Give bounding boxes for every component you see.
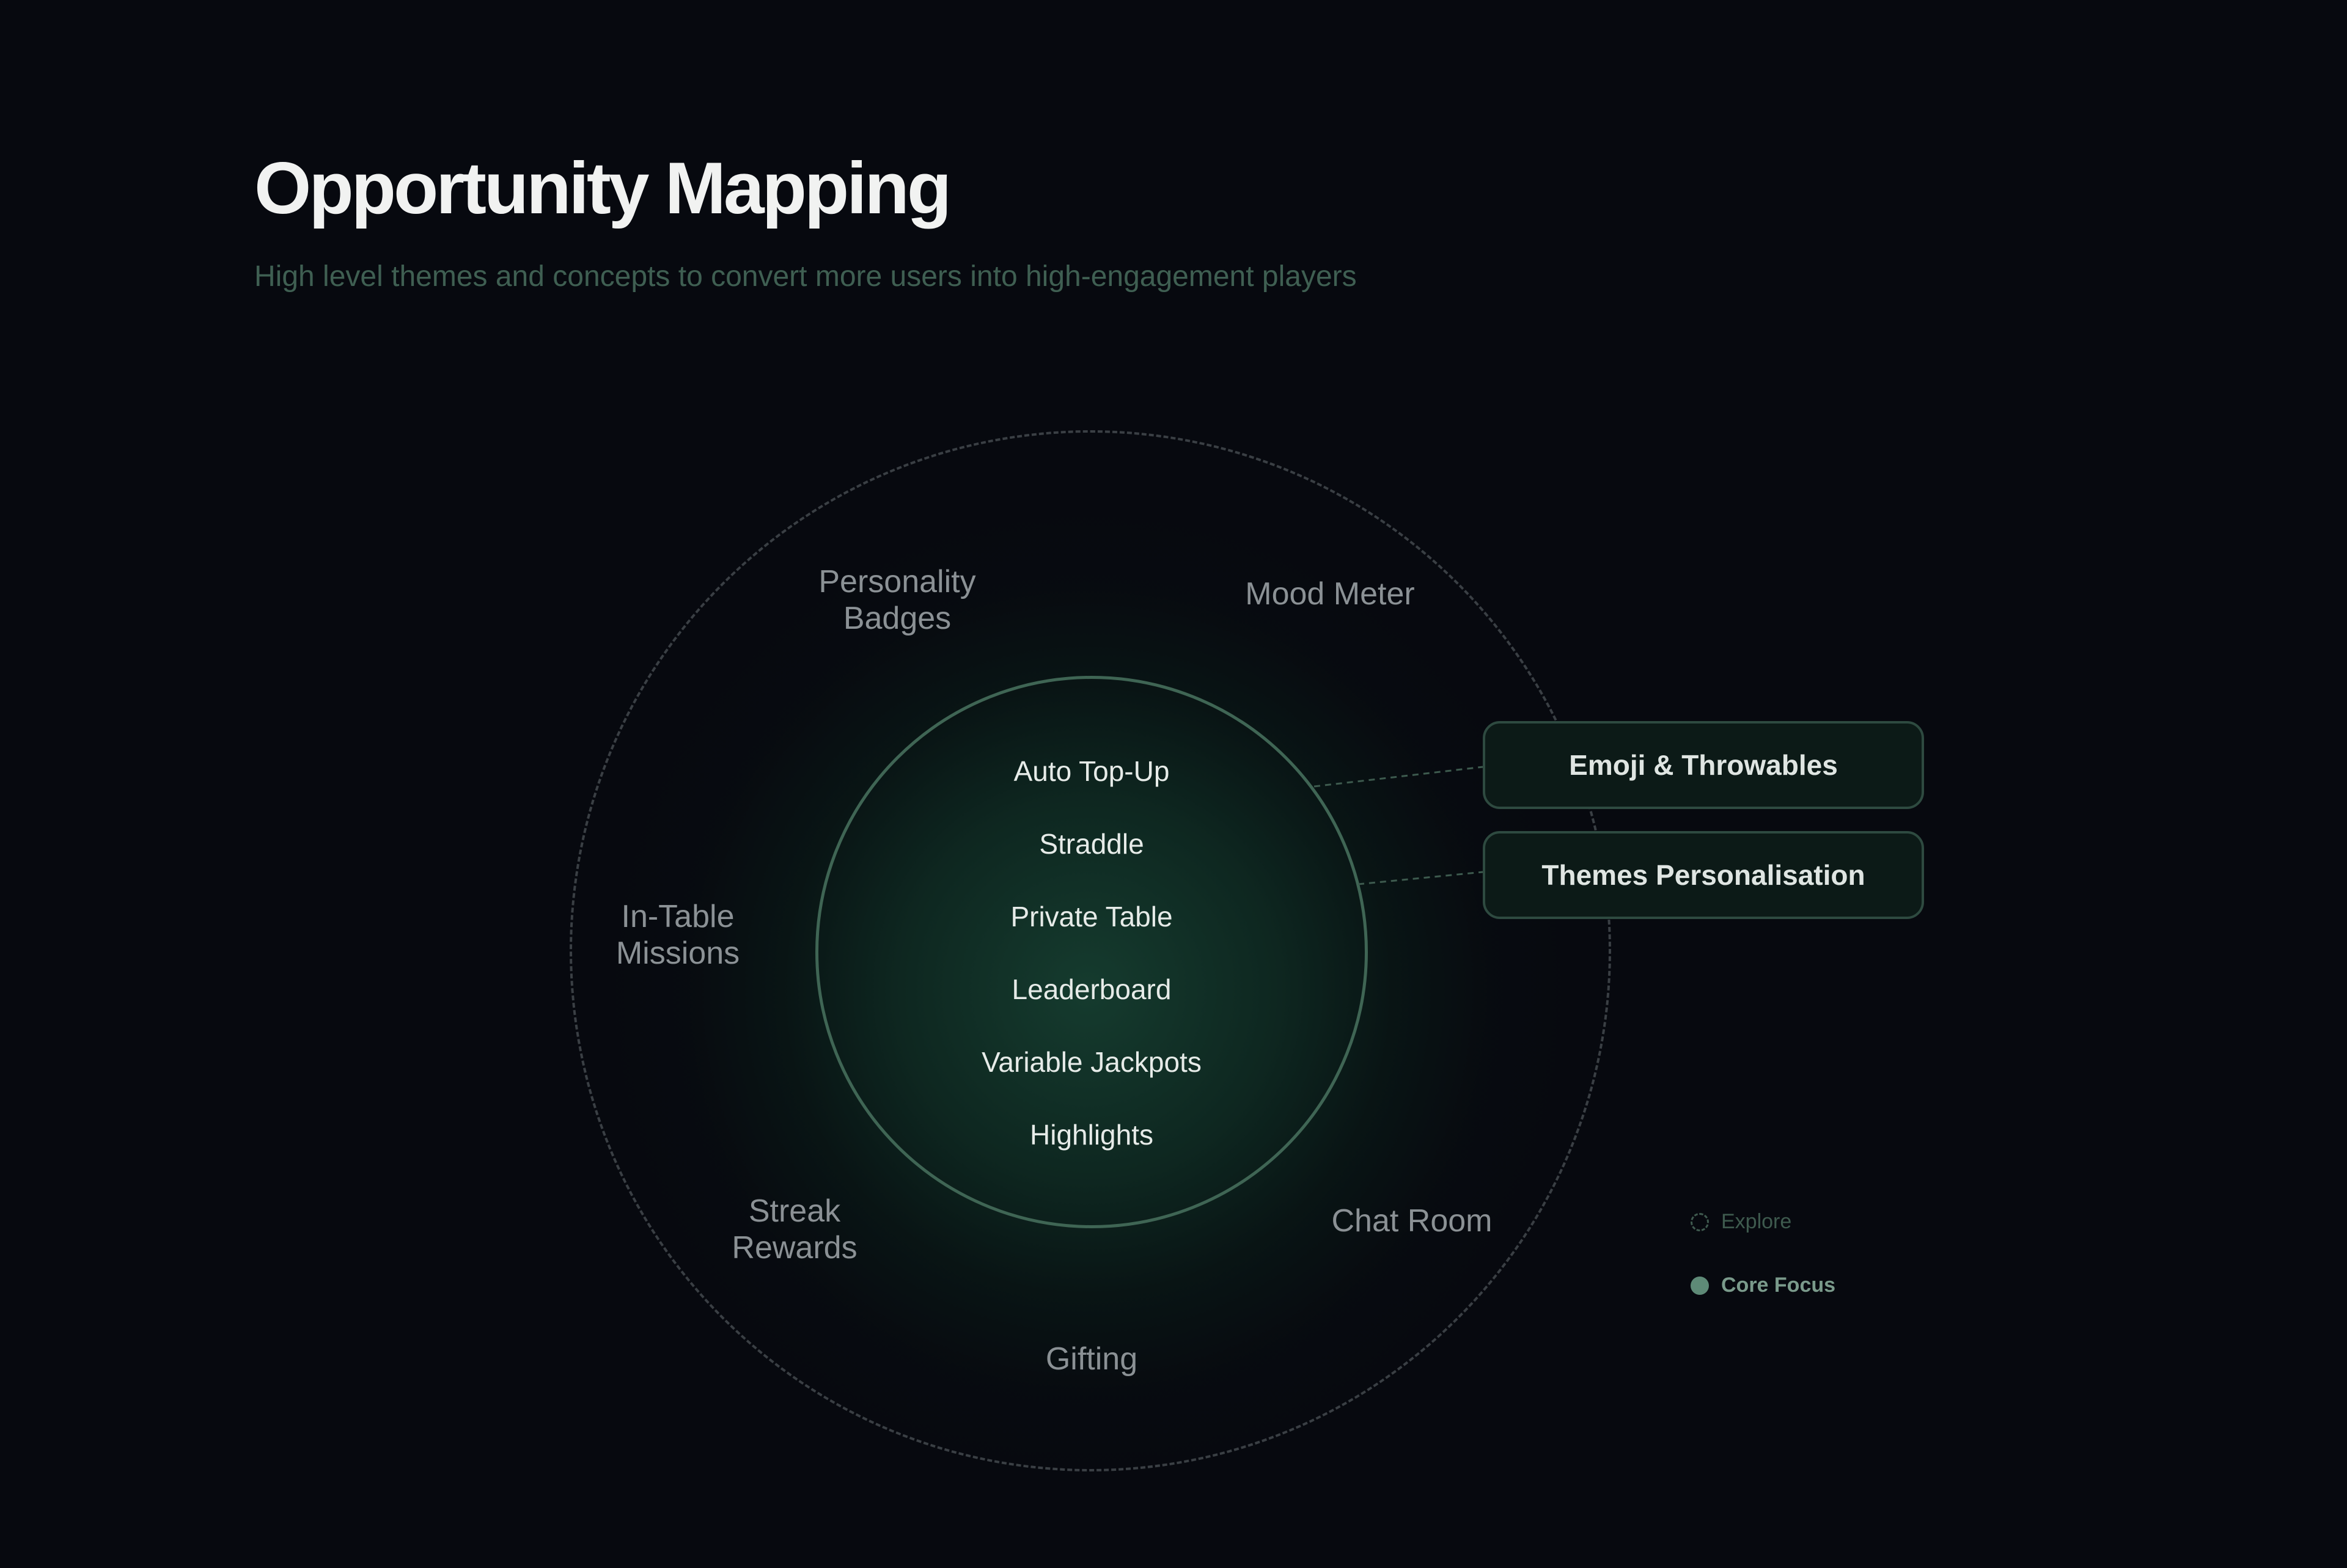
core-item-highlights: Highlights [1030,1119,1153,1151]
connector-themes-personalisation [1357,871,1483,885]
page-subtitle: High level themes and concepts to conver… [254,260,1357,293]
explore-label-line: Missions [615,936,740,971]
callout-emoji-throwables: Emoji & Throwables [1483,721,1924,809]
core-focus-list: Auto Top-Up Straddle Private Table Leade… [908,747,1275,1183]
callout-themes-personalisation: Themes Personalisation [1483,831,1924,919]
legend-core-focus-label: Core Focus [1721,1273,1836,1297]
core-item-variable-jackpots: Variable Jackpots [982,1046,1202,1078]
explore-label-line: Streak [748,1193,841,1229]
legend-explore-label: Explore [1721,1210,1792,1233]
explore-item-chat-room: Chat Room [1331,1203,1493,1239]
legend-core-focus: Core Focus [1691,1273,1835,1297]
core-item-leaderboard: Leaderboard [1012,973,1172,1005]
explore-label-line: Personality [818,564,976,599]
core-item-straddle: Straddle [1039,828,1144,860]
explore-label-line: Badges [843,601,952,636]
core-focus-ring [815,676,1368,1228]
core-item-auto-top-up: Auto Top-Up [1013,755,1170,787]
explore-label-line: Rewards [732,1230,858,1266]
core-item-private-table: Private Table [1010,901,1173,932]
explore-item-personality-badges: Personality Badges [775,563,1019,637]
explore-item-gifting: Gifting [1045,1341,1138,1377]
explore-item-mood-meter: Mood Meter [1245,576,1415,612]
dashed-circle-icon [1691,1212,1709,1231]
explore-label-line: In-Table [621,899,735,934]
filled-circle-icon [1691,1276,1709,1295]
page-title: Opportunity Mapping [254,147,952,229]
explore-item-streak-rewards: Streak Rewards [672,1193,917,1266]
explore-ring [570,430,1611,1471]
legend-explore: Explore [1691,1210,1791,1234]
explore-item-in-table-missions: In-Table Missions [565,898,791,972]
connector-emoji-throwables [1313,766,1483,788]
